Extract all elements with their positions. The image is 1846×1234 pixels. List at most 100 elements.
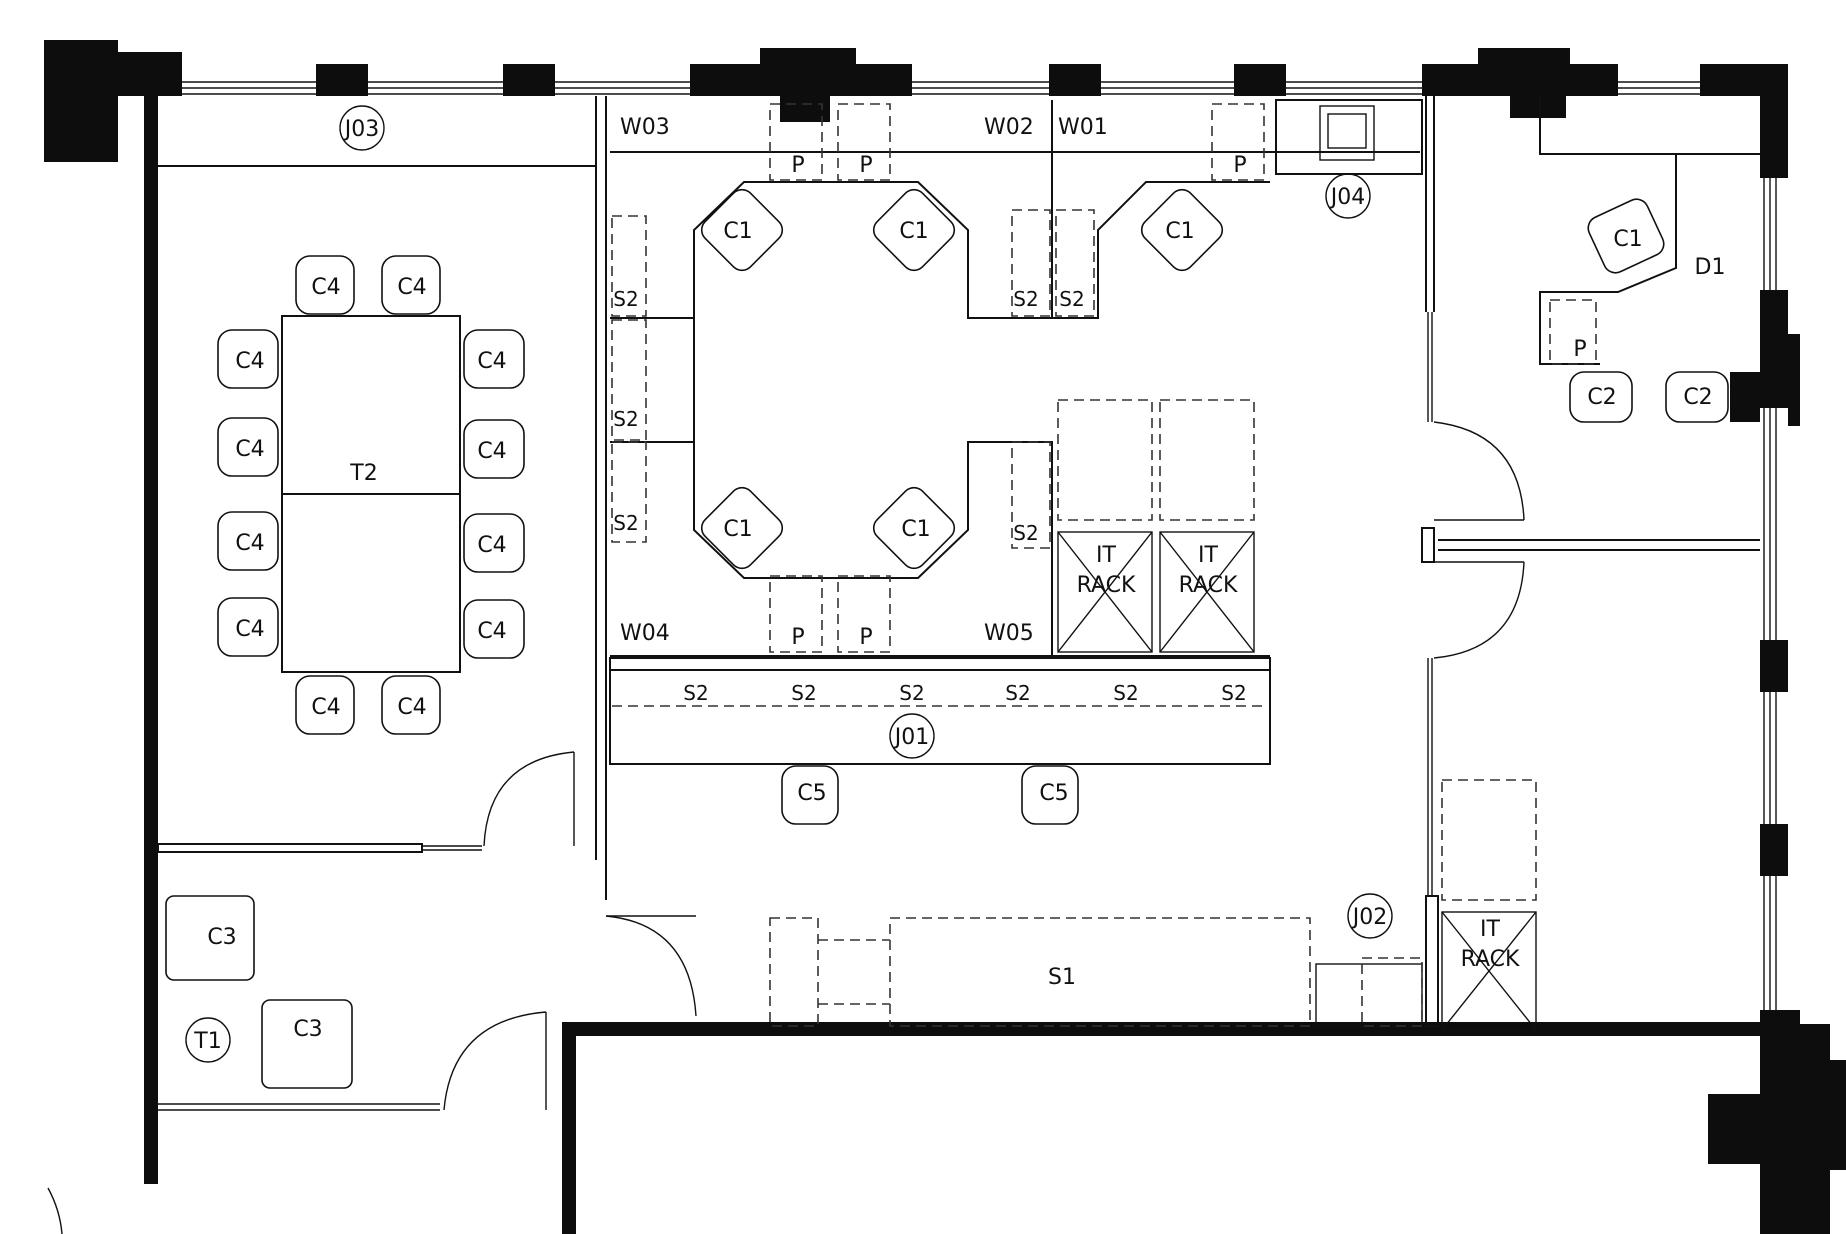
svg-text:C1: C1 — [1613, 227, 1642, 252]
label-w04: W04 — [620, 621, 670, 646]
storage-s2: S2 — [1055, 209, 1095, 317]
svg-text:IT: IT — [1480, 917, 1500, 942]
svg-text:S2: S2 — [613, 511, 638, 535]
it-rack: IT RACK — [1159, 399, 1255, 653]
svg-text:T2: T2 — [349, 461, 377, 486]
tag-j02: J02 — [1347, 893, 1393, 939]
pedestal-p: P — [769, 103, 823, 181]
private-office-d1: P C1 D1 C2 C2 — [1539, 154, 1729, 423]
storage-s2: S2 — [611, 215, 647, 317]
svg-text:J04: J04 — [1329, 185, 1365, 210]
interior-walls — [157, 96, 1760, 1111]
svg-text:P: P — [859, 153, 872, 178]
svg-text:C1: C1 — [901, 517, 930, 542]
task-chair-c1: C1 — [1140, 188, 1224, 272]
svg-text:P: P — [859, 625, 872, 650]
conference-table-t2: T2 — [281, 315, 461, 673]
chair-c4: C4 — [217, 417, 279, 477]
it-rack: IT RACK — [1441, 779, 1537, 1031]
lounge-chair-c3: C3 — [165, 895, 255, 981]
counter-storage: S2 S2 S2 S2 S2 S2 — [683, 681, 1246, 705]
svg-text:T1: T1 — [193, 1029, 221, 1054]
svg-text:C4: C4 — [477, 349, 506, 374]
guest-chair-c2: C2 — [1569, 371, 1633, 423]
pedestal-p: P — [837, 575, 891, 653]
label-w05: W05 — [984, 621, 1034, 646]
lounge-chair-c3: C3 — [261, 999, 353, 1089]
svg-text:P: P — [791, 625, 804, 650]
guest-chair-c2: C2 — [1665, 371, 1729, 423]
svg-text:C1: C1 — [1165, 219, 1194, 244]
storage-s2: S2 — [1011, 209, 1051, 317]
storage-s2: S2 — [1011, 441, 1051, 549]
svg-text:C4: C4 — [397, 275, 426, 300]
svg-text:S2: S2 — [1013, 521, 1038, 545]
chair-c4: C4 — [463, 329, 525, 389]
svg-text:P: P — [1233, 153, 1246, 178]
chair-c4: C4 — [381, 675, 441, 735]
svg-text:C4: C4 — [397, 695, 426, 720]
exterior-walls — [44, 40, 1846, 1234]
svg-text:C4: C4 — [235, 531, 264, 556]
svg-text:C4: C4 — [477, 439, 506, 464]
task-chair-c1: C1 — [1587, 198, 1665, 274]
svg-text:C1: C1 — [723, 219, 752, 244]
svg-text:S2: S2 — [613, 287, 638, 311]
it-racks: IT RACK IT RACK IT RACK — [1057, 399, 1537, 1031]
svg-text:J02: J02 — [1351, 905, 1387, 930]
svg-text:C4: C4 — [477, 533, 506, 558]
shelving-s1: S1 J02 — [769, 893, 1423, 1027]
svg-text:C4: C4 — [477, 619, 506, 644]
svg-text:C4: C4 — [235, 349, 264, 374]
task-chair-c1: C1 — [872, 188, 956, 272]
task-chair-c1: C1 — [700, 486, 784, 570]
svg-text:S1: S1 — [1048, 965, 1076, 990]
svg-text:P: P — [791, 153, 804, 178]
svg-text:C4: C4 — [311, 275, 340, 300]
svg-text:C3: C3 — [207, 925, 236, 950]
lounge: C3 C3 T1 — [165, 895, 353, 1089]
svg-text:C5: C5 — [797, 781, 826, 806]
svg-text:S2: S2 — [899, 681, 924, 705]
svg-text:S2: S2 — [613, 407, 638, 431]
chair-c4: C4 — [295, 675, 355, 735]
svg-text:RACK: RACK — [1461, 947, 1520, 972]
svg-text:IT: IT — [1096, 543, 1116, 568]
svg-text:C3: C3 — [293, 1017, 322, 1042]
chair-c4: C4 — [463, 599, 525, 659]
chair-c4: C4 — [217, 511, 279, 571]
svg-text:S2: S2 — [683, 681, 708, 705]
chair-c4: C4 — [381, 255, 441, 315]
counter-j01: S2 S2 S2 S2 S2 S2 J01 C5 C5 — [609, 657, 1271, 825]
svg-text:RACK: RACK — [1077, 573, 1136, 598]
storage-s2: S2 — [611, 319, 647, 441]
svg-text:S2: S2 — [1005, 681, 1030, 705]
label-w02: W02 — [984, 115, 1034, 140]
open-office: W03 W02 W01 W04 W05 C1 C1 C1 C1 C1 P P P… — [610, 100, 1375, 657]
pedestal-p: P — [769, 575, 823, 653]
pedestal-p: P — [837, 103, 891, 181]
tag-j04: J04 — [1325, 173, 1371, 219]
svg-text:C4: C4 — [235, 437, 264, 462]
svg-text:P: P — [1573, 337, 1586, 362]
chair-c4: C4 — [463, 419, 525, 479]
svg-text:C4: C4 — [235, 617, 264, 642]
reception-monitor — [1319, 105, 1375, 161]
svg-text:C1: C1 — [723, 517, 752, 542]
storage-s2: S2 — [611, 441, 647, 543]
task-chair-c1: C1 — [700, 188, 784, 272]
svg-text:S2: S2 — [1113, 681, 1138, 705]
chair-c4: C4 — [463, 513, 525, 573]
label-w01: W01 — [1058, 115, 1108, 140]
svg-text:C1: C1 — [899, 219, 928, 244]
svg-text:C2: C2 — [1683, 385, 1712, 410]
chair-c4: C4 — [217, 597, 279, 657]
svg-text:S2: S2 — [1221, 681, 1246, 705]
chair-c4: C4 — [295, 255, 355, 315]
conference-room: J03 T2 C4 C4 C4 C4 C4 C4 C4 C4 C4 C4 C4 … — [217, 105, 525, 735]
tag-j03: J03 — [339, 105, 385, 151]
svg-text:S2: S2 — [791, 681, 816, 705]
stool-c5: C5 — [1021, 765, 1079, 825]
chair-c4: C4 — [217, 329, 279, 389]
svg-text:C2: C2 — [1587, 385, 1616, 410]
